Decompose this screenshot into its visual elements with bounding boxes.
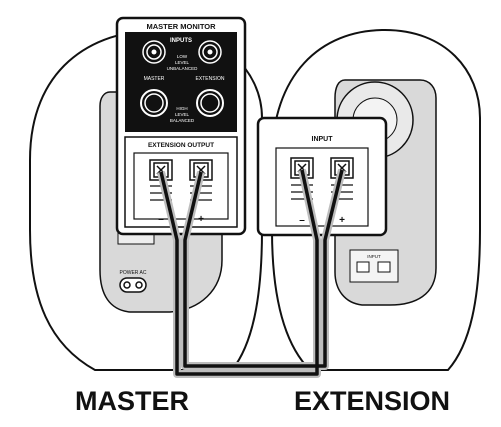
- extension-caption: EXTENSION: [294, 386, 450, 416]
- inputs-label: INPUTS: [170, 38, 192, 44]
- extension-input-label: EXTENSION: [196, 76, 225, 82]
- power-socket-icon: [119, 277, 147, 293]
- extension-input-label: INPUT: [312, 136, 334, 143]
- extension-output-label: EXTENSION OUTPUT: [148, 142, 214, 149]
- xlr-jack-master: [140, 89, 168, 117]
- master-minus-label: –: [158, 214, 164, 225]
- high-level-line-2: LEVEL: [175, 112, 190, 117]
- extension-plus-label: +: [339, 215, 345, 226]
- power-label: POWER AC: [120, 270, 147, 276]
- rca-jack-master: [142, 40, 166, 64]
- small-input-label: INPUT: [367, 254, 381, 259]
- low-level-line-3: UNBALANCED: [167, 66, 199, 71]
- high-level-line-1: HIGH: [176, 106, 187, 111]
- extension-minus-label: –: [299, 215, 305, 226]
- high-level-line-3: BALANCED: [170, 118, 195, 123]
- low-level-line-2: LEVEL: [175, 60, 190, 65]
- low-level-line-1: LOW: [177, 54, 188, 59]
- master-caption: MASTER: [75, 386, 189, 416]
- master-monitor-title: MASTER MONITOR: [146, 22, 216, 31]
- speaker-wire-pair: [157, 169, 346, 378]
- xlr-jack-extension: [196, 89, 224, 117]
- master-monitor-panel: MASTER MONITOR INPUTS LOW LEVEL UNBALANC…: [115, 16, 247, 236]
- negative-wire: [159, 169, 319, 376]
- master-plus-label: +: [198, 214, 204, 225]
- positive-wire: [183, 169, 344, 368]
- extension-input-panel: INPUT – +: [256, 116, 388, 237]
- small-input-terminal: INPUT: [349, 249, 399, 283]
- rca-jack-extension: [198, 40, 222, 64]
- master-input-label: MASTER: [144, 76, 165, 82]
